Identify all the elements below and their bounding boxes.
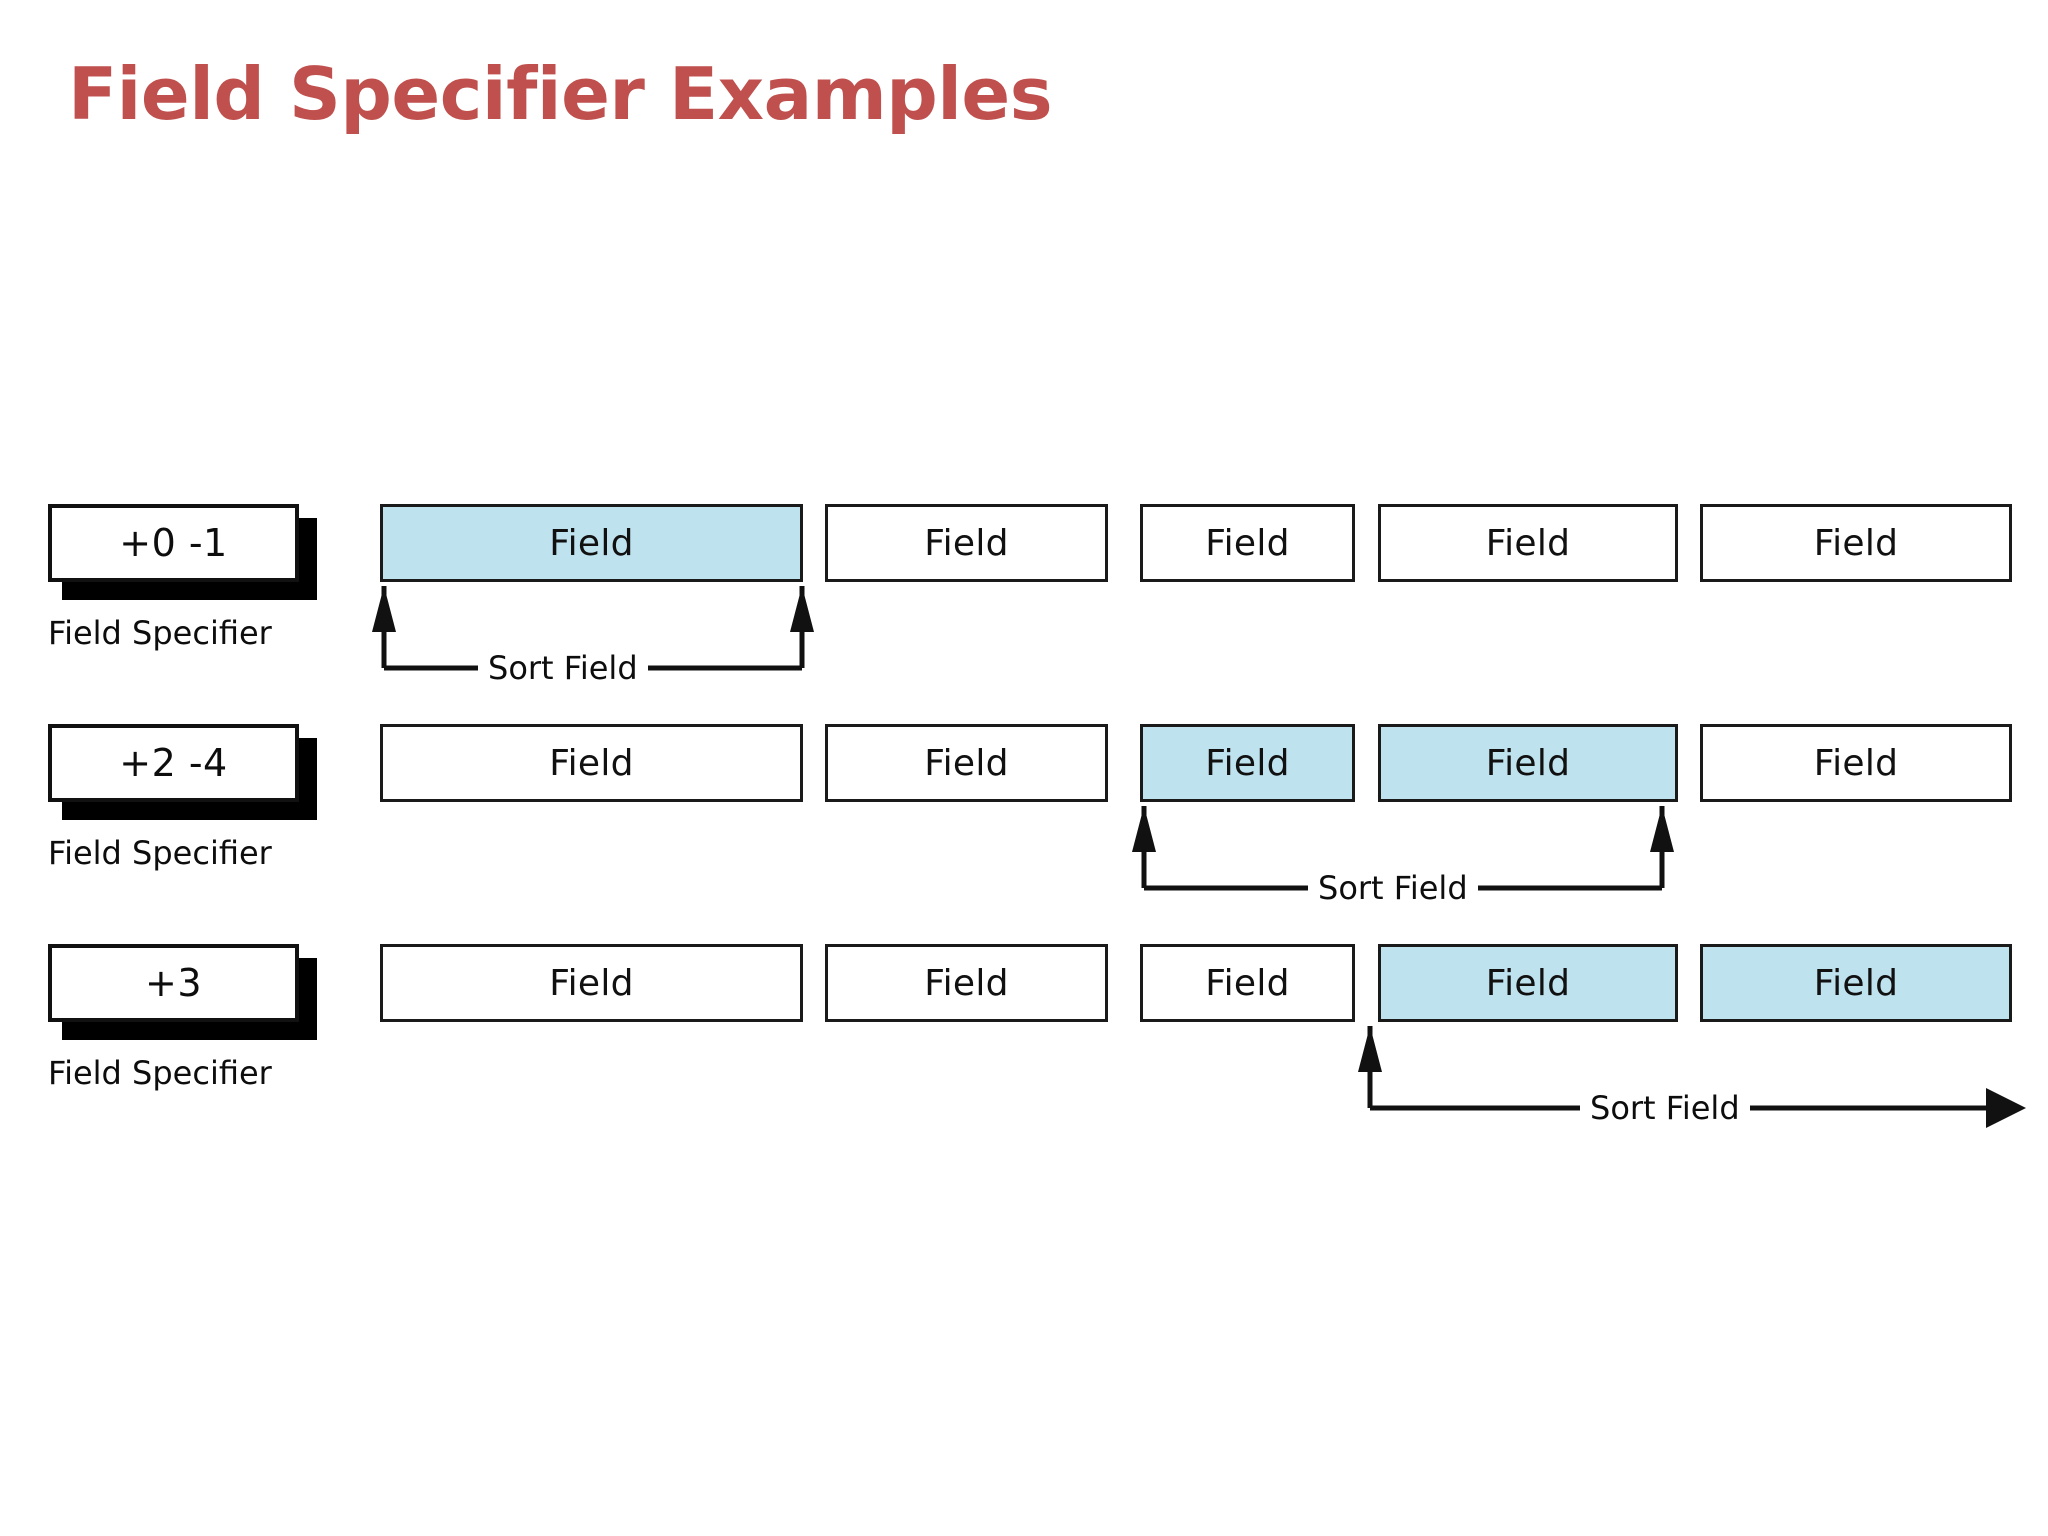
field-boxes-row-2: Field Field Field Field Field	[0, 720, 2048, 810]
example-row-1: +0 -1 Field Specifier Field Field Field …	[0, 500, 2048, 710]
field-box-label: Field	[1485, 742, 1571, 784]
page-title: Field Specifier Examples	[68, 52, 1053, 136]
field-specifier-3: +3 Field Specifier	[48, 944, 318, 1124]
example-row-2: +2 -4 Field Specifier Field Field Field …	[0, 720, 2048, 930]
field-box-label: Field	[1485, 962, 1571, 1004]
field-boxes-row-1: Field Field Field Field Field	[0, 500, 2048, 590]
arrow-right-icon	[1986, 1088, 2026, 1128]
arrow-up-left-icon	[1132, 806, 1156, 888]
field-box-2-5[interactable]: Field	[1700, 724, 2012, 802]
sort-field-label: Sort Field	[478, 652, 648, 684]
arrow-up-right-icon	[1650, 806, 1674, 888]
field-box-3-2[interactable]: Field	[825, 944, 1108, 1022]
field-specifier-box[interactable]: +0 -1	[48, 504, 299, 582]
field-specifier-2: +2 -4 Field Specifier	[48, 724, 318, 904]
field-box-1-4[interactable]: Field	[1378, 504, 1678, 582]
sort-field-bracket-2: Sort Field	[1128, 806, 1688, 916]
field-box-label: Field	[549, 742, 634, 784]
arrow-up-left-icon	[1358, 1026, 1382, 1108]
sort-field-bracket-3: Sort Field	[1354, 1026, 2034, 1136]
sort-field-bracket-1: Sort Field	[368, 586, 828, 696]
field-box-2-1[interactable]: Field	[380, 724, 803, 802]
field-specifier-value: +3	[144, 961, 203, 1005]
field-box-label: Field	[1205, 522, 1290, 564]
field-box-2-3[interactable]: Field	[1140, 724, 1355, 802]
field-box-label: Field	[924, 962, 1009, 1004]
field-box-label: Field	[1485, 522, 1571, 564]
arrow-up-right-icon	[790, 586, 814, 668]
field-box-label: Field	[1813, 742, 1899, 784]
field-box-label: Field	[1205, 742, 1290, 784]
field-box-3-5[interactable]: Field	[1700, 944, 2012, 1022]
field-box-label: Field	[924, 522, 1009, 564]
field-box-1-2[interactable]: Field	[825, 504, 1108, 582]
field-box-3-4[interactable]: Field	[1378, 944, 1678, 1022]
sort-field-label: Sort Field	[1308, 872, 1478, 904]
field-specifier-value: +0 -1	[119, 521, 228, 565]
field-box-label: Field	[549, 962, 634, 1004]
field-box-1-1[interactable]: Field	[380, 504, 803, 582]
field-box-label: Field	[549, 522, 634, 564]
field-box-label: Field	[1813, 962, 1899, 1004]
sort-field-label: Sort Field	[1580, 1092, 1750, 1124]
field-box-label: Field	[1205, 962, 1290, 1004]
field-specifier-box[interactable]: +3	[48, 944, 299, 1022]
field-box-2-2[interactable]: Field	[825, 724, 1108, 802]
field-box-1-5[interactable]: Field	[1700, 504, 2012, 582]
field-box-3-3[interactable]: Field	[1140, 944, 1355, 1022]
field-specifier-caption: Field Specifier	[48, 834, 272, 872]
field-specifier-box[interactable]: +2 -4	[48, 724, 299, 802]
field-box-1-3[interactable]: Field	[1140, 504, 1355, 582]
field-box-label: Field	[1813, 522, 1899, 564]
arrow-up-left-icon	[372, 586, 396, 668]
field-boxes-row-3: Field Field Field Field Field	[0, 940, 2048, 1030]
field-specifier-1: +0 -1 Field Specifier	[48, 504, 318, 684]
field-specifier-value: +2 -4	[119, 741, 228, 785]
field-specifier-caption: Field Specifier	[48, 614, 272, 652]
field-box-3-1[interactable]: Field	[380, 944, 803, 1022]
field-specifier-caption: Field Specifier	[48, 1054, 272, 1092]
field-box-2-4[interactable]: Field	[1378, 724, 1678, 802]
example-row-3: +3 Field Specifier Field Field Field Fie…	[0, 940, 2048, 1150]
field-box-label: Field	[924, 742, 1009, 784]
